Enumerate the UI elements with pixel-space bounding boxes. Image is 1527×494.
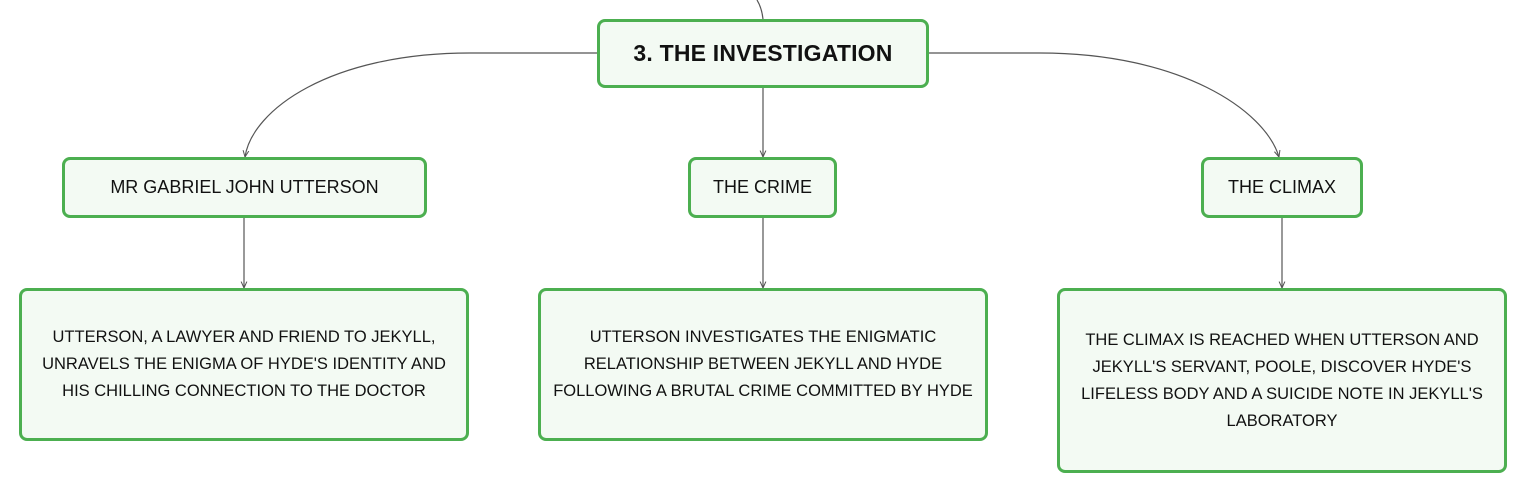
branch-node-label: THE CLIMAX <box>1227 177 1337 197</box>
root-node-investigation[interactable]: 3. THE INVESTIGATION <box>597 19 929 88</box>
branch-node-label: THE CRIME <box>713 177 812 197</box>
connector-root-to-climax <box>929 52 1279 157</box>
branch-node-label: MR GABRIEL JOHN UTTERSON <box>110 177 379 197</box>
detail-node-text: UTTERSON INVESTIGATES THE ENIGMATIC RELA… <box>553 328 973 400</box>
detail-node-utterson[interactable]: UTTERSON, A LAWYER AND FRIEND TO JEKYLL,… <box>19 288 469 441</box>
branch-node-utterson[interactable]: MR GABRIEL JOHN UTTERSON <box>62 157 427 218</box>
detail-node-text: UTTERSON, A LAWYER AND FRIEND TO JEKYLL,… <box>42 328 446 400</box>
branch-node-crime[interactable]: THE CRIME <box>688 157 837 218</box>
connector-incoming-root <box>756 0 764 20</box>
detail-node-climax[interactable]: THE CLIMAX IS REACHED WHEN UTTERSON AND … <box>1057 288 1507 473</box>
detail-node-crime[interactable]: UTTERSON INVESTIGATES THE ENIGMATIC RELA… <box>538 288 988 441</box>
root-node-label: 3. THE INVESTIGATION <box>633 40 893 66</box>
branch-node-climax[interactable]: THE CLIMAX <box>1201 157 1363 218</box>
detail-node-text: THE CLIMAX IS REACHED WHEN UTTERSON AND … <box>1081 330 1483 430</box>
connector-root-to-utterson <box>245 52 597 157</box>
